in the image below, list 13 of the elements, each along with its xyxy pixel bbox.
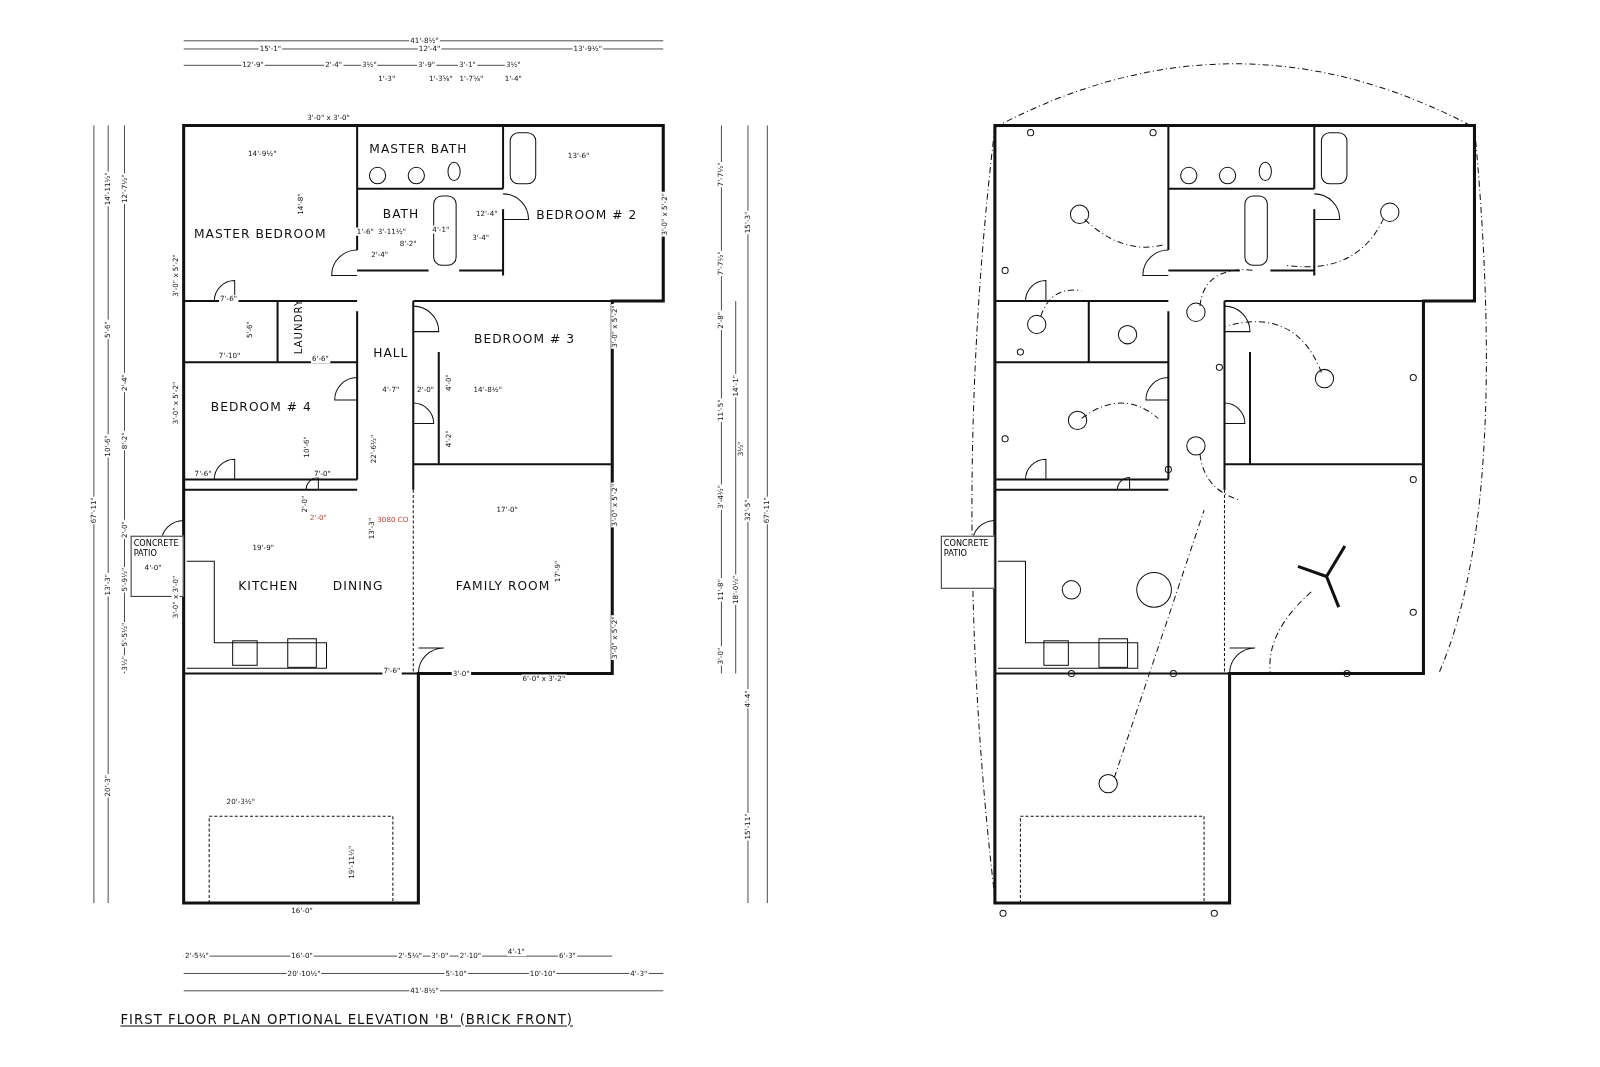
- room-label: LAUNDRY: [292, 298, 304, 355]
- room-label: BATH: [382, 207, 420, 222]
- room-label: MASTER BATH: [369, 141, 468, 157]
- room-label: FAMILY ROOM: [455, 578, 551, 593]
- room-label: BEDROOM # 3: [474, 331, 575, 346]
- room-label: BEDROOM # 4: [210, 400, 312, 415]
- room-label: BEDROOM # 2: [536, 208, 638, 223]
- room-label: DINING: [332, 578, 384, 593]
- patio-outline: CONCRETE PATIO: [940, 535, 995, 589]
- room-label: HALL: [373, 345, 409, 361]
- room-label: KITCHEN: [238, 578, 299, 593]
- drawing-caption: FIRST FLOOR PLAN OPTIONAL ELEVATION 'B' (BRICK FRONT): [120, 1012, 573, 1028]
- room-label: MASTER BEDROOM: [193, 226, 327, 241]
